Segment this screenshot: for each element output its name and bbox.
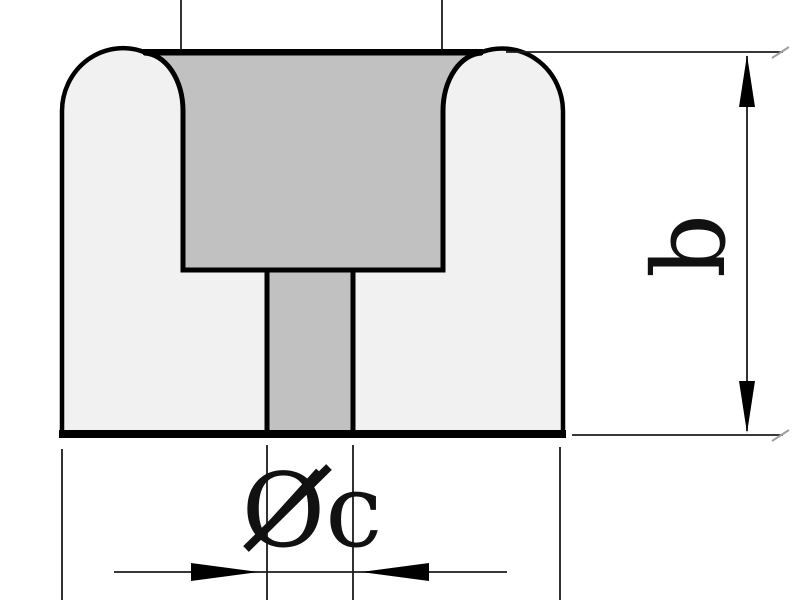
end-tick-bottom (771, 429, 790, 442)
insert-stem (264, 267, 356, 437)
arrow-right-icon (191, 563, 259, 581)
insert-flange (143, 50, 483, 273)
construction-lines (61, 0, 783, 600)
arrow-left-icon (361, 563, 429, 581)
dimension-label-diameter-c: Øc (242, 452, 383, 571)
dimension-label-b: b (631, 214, 748, 278)
diameter-slash-overlay (243, 464, 332, 552)
end-tick-top (771, 46, 790, 59)
line-end-ticks (771, 46, 790, 442)
arrowheads (191, 55, 755, 581)
arrow-up-icon (739, 55, 755, 107)
arrow-down-icon (739, 381, 755, 433)
